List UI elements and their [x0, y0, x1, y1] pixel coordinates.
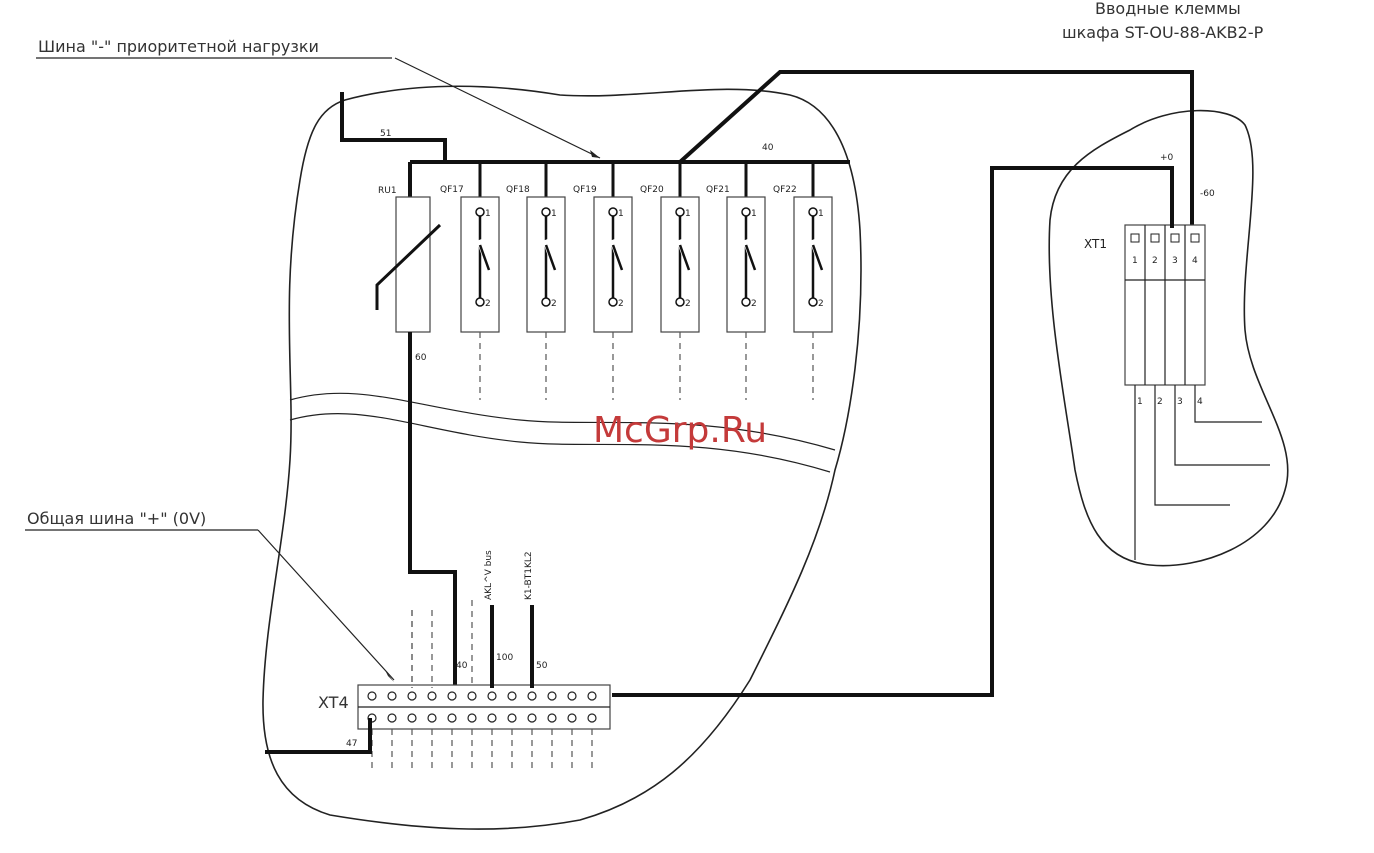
- xt1-out-1: 1: [1137, 397, 1143, 407]
- breaker-pin-top: 1: [685, 209, 691, 219]
- xt1-out-4: 4: [1197, 397, 1203, 407]
- xt1-wire-3: [1175, 385, 1270, 465]
- breaker-qf17: QF17 1 2: [440, 162, 499, 400]
- breaker-pin-bottom: 2: [685, 299, 691, 309]
- breaker-pin-bottom: 2: [751, 299, 757, 309]
- wire-40b-label: 40: [456, 661, 468, 671]
- wire-50-label: 50: [536, 661, 548, 671]
- wire-47-label: 47: [346, 739, 357, 749]
- breaker-label: QF22: [773, 185, 797, 195]
- vert-label-2: K1-BT1KL2: [524, 551, 534, 600]
- breaker-label: QF18: [506, 185, 530, 195]
- xt1-pin-number: 2: [1152, 256, 1158, 266]
- watermark: McGrp.Ru: [593, 410, 767, 451]
- xt1-out-3: 3: [1177, 397, 1183, 407]
- xt1-pin-number: 1: [1132, 256, 1138, 266]
- breaker-pin-top: 1: [618, 209, 624, 219]
- breaker-pin-top: 1: [485, 209, 491, 219]
- minus-bus-arrow: [590, 150, 600, 158]
- breaker-label: QF21: [706, 185, 730, 195]
- input-terminals-title-2: шкафа ST-OU-88-AKB2-P: [1062, 23, 1264, 42]
- breaker-label: QF19: [573, 185, 597, 195]
- breaker-pin-bottom: 2: [551, 299, 557, 309]
- breaker-label: QF20: [640, 185, 664, 195]
- wire-100-label: 100: [496, 653, 513, 663]
- xt1-wire-2: [1155, 385, 1230, 505]
- common-bus-leader: [258, 530, 394, 680]
- breaker-pin-bottom: 2: [485, 299, 491, 309]
- breaker-qf19: QF19 1 2: [573, 162, 632, 400]
- breaker-pin-top: 1: [551, 209, 557, 219]
- breaker-pin-bottom: 2: [818, 299, 824, 309]
- xt1-pin-number: 4: [1192, 256, 1198, 266]
- minus-bus-label: Шина "-" приоритетной нагрузки: [38, 37, 319, 56]
- fuse-ru1: [396, 197, 430, 332]
- breaker-qf20: QF20 1 2: [640, 162, 699, 400]
- breaker-group: QF17 1 2 QF18 1 2 QF19 1 2 QF20 1 2 QF21 1 2 QF22 1 2: [440, 162, 832, 400]
- xt1-label: XT1: [1084, 237, 1107, 251]
- breaker-qf18: QF18 1 2: [506, 162, 565, 400]
- wire-60-label: 60: [415, 353, 427, 363]
- breaker-label: QF17: [440, 185, 464, 195]
- common-bus-label: Общая шина "+" (0V): [27, 509, 206, 528]
- breaker-qf22: QF22 1 2: [773, 162, 832, 400]
- wire-51-label: 51: [380, 129, 391, 139]
- xt1-pin-number: 3: [1172, 256, 1178, 266]
- fuse-ru1-label: RU1: [378, 186, 397, 196]
- breaker-pin-top: 1: [818, 209, 824, 219]
- breaker-qf21: QF21 1 2: [706, 162, 765, 400]
- wire-minus60-label: -60: [1200, 189, 1215, 199]
- wire-plus0-label: +0: [1160, 153, 1174, 163]
- xt1-out-2: 2: [1157, 397, 1163, 407]
- breaker-pin-bottom: 2: [618, 299, 624, 309]
- breaker-pin-top: 1: [751, 209, 757, 219]
- terminal-block-xt1: 1 2 3 4 XT1: [1084, 225, 1205, 385]
- terminal-block-xt4: XT4: [318, 600, 610, 770]
- wire-51: [342, 92, 445, 162]
- xt1-wire-4: [1195, 385, 1262, 422]
- minus-bus-leader: [395, 58, 600, 158]
- xt4-label: XT4: [318, 693, 349, 712]
- input-terminals-title-1: Вводные клеммы: [1095, 0, 1241, 18]
- vert-label-1: AKL^V bus: [484, 550, 494, 600]
- wire-40-label: 40: [762, 143, 774, 153]
